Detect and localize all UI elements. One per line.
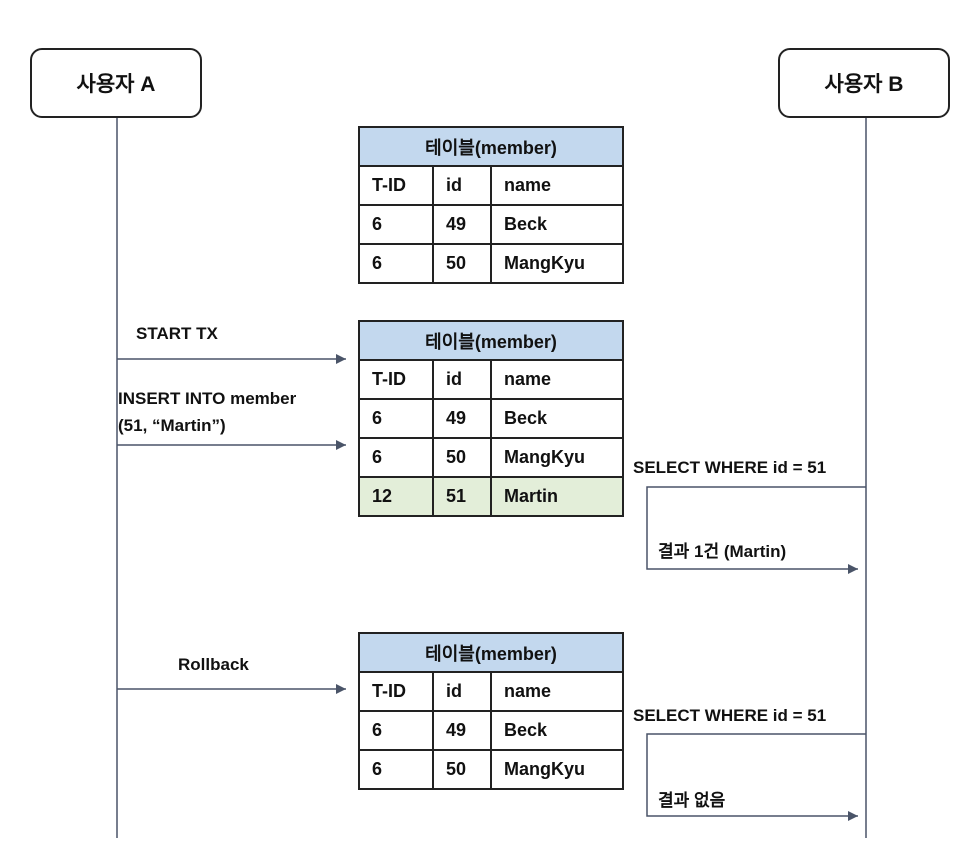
table-row: 6 50 MangKyu (358, 749, 624, 790)
cell-name: MangKyu (490, 437, 624, 478)
result1-label: 결과 1건 (Martin) (658, 542, 787, 561)
select1-arrow (646, 486, 866, 574)
cell-id: 51 (432, 476, 492, 517)
select2-arrow (646, 733, 866, 821)
cell-tid: 6 (358, 749, 434, 790)
member-table-initial: 테이블(member) T-ID id name 6 49 Beck 6 50 … (358, 126, 624, 284)
cell-tid: 12 (358, 476, 434, 517)
cell-name: Beck (490, 204, 624, 245)
table-header-row: T-ID id name (358, 359, 624, 400)
table-header-row: T-ID id name (358, 165, 624, 206)
cell-name: MangKyu (490, 749, 624, 790)
actor-user-a: 사용자 A (30, 48, 202, 118)
col-header-tid: T-ID (358, 359, 434, 400)
member-table-after-rollback: 테이블(member) T-ID id name 6 49 Beck 6 50 … (358, 632, 624, 790)
start-tx-label: START TX (136, 324, 218, 343)
col-header-id: id (432, 671, 492, 712)
table-row: 6 49 Beck (358, 204, 624, 245)
rollback-label: Rollback (178, 655, 249, 674)
cell-id: 50 (432, 749, 492, 790)
cell-id: 50 (432, 243, 492, 284)
cell-tid: 6 (358, 204, 434, 245)
cell-name: MangKyu (490, 243, 624, 284)
actor-user-b-label: 사용자 B (824, 73, 904, 96)
col-header-name: name (490, 359, 624, 400)
table-row: 6 50 MangKyu (358, 437, 624, 478)
cell-name: Martin (490, 476, 624, 517)
insert-label-line1: INSERT INTO member (118, 389, 297, 408)
table-title: 테이블(member) (358, 320, 624, 361)
cell-name: Beck (490, 398, 624, 439)
actor-user-b: 사용자 B (778, 48, 950, 118)
cell-id: 49 (432, 204, 492, 245)
member-table-after-insert: 테이블(member) T-ID id name 6 49 Beck 6 50 … (358, 320, 624, 517)
cell-name: Beck (490, 710, 624, 751)
cell-id: 49 (432, 710, 492, 751)
table-title: 테이블(member) (358, 632, 624, 673)
col-header-tid: T-ID (358, 165, 434, 206)
cell-tid: 6 (358, 398, 434, 439)
insert-label-line2: (51, “Martin”) (118, 416, 226, 435)
table-title: 테이블(member) (358, 126, 624, 167)
result2-label: 결과 없음 (658, 791, 726, 810)
cell-id: 50 (432, 437, 492, 478)
cell-tid: 6 (358, 437, 434, 478)
cell-tid: 6 (358, 243, 434, 284)
col-header-name: name (490, 671, 624, 712)
col-header-id: id (432, 359, 492, 400)
cell-tid: 6 (358, 710, 434, 751)
table-header-row: T-ID id name (358, 671, 624, 712)
col-header-id: id (432, 165, 492, 206)
table-row-uncommitted: 12 51 Martin (358, 476, 624, 517)
cell-id: 49 (432, 398, 492, 439)
col-header-name: name (490, 165, 624, 206)
select2-label: SELECT WHERE id = 51 (633, 706, 827, 725)
select1-label: SELECT WHERE id = 51 (633, 458, 827, 477)
actor-user-a-label: 사용자 A (76, 73, 156, 96)
table-row: 6 49 Beck (358, 398, 624, 439)
col-header-tid: T-ID (358, 671, 434, 712)
table-row: 6 49 Beck (358, 710, 624, 751)
table-row: 6 50 MangKyu (358, 243, 624, 284)
